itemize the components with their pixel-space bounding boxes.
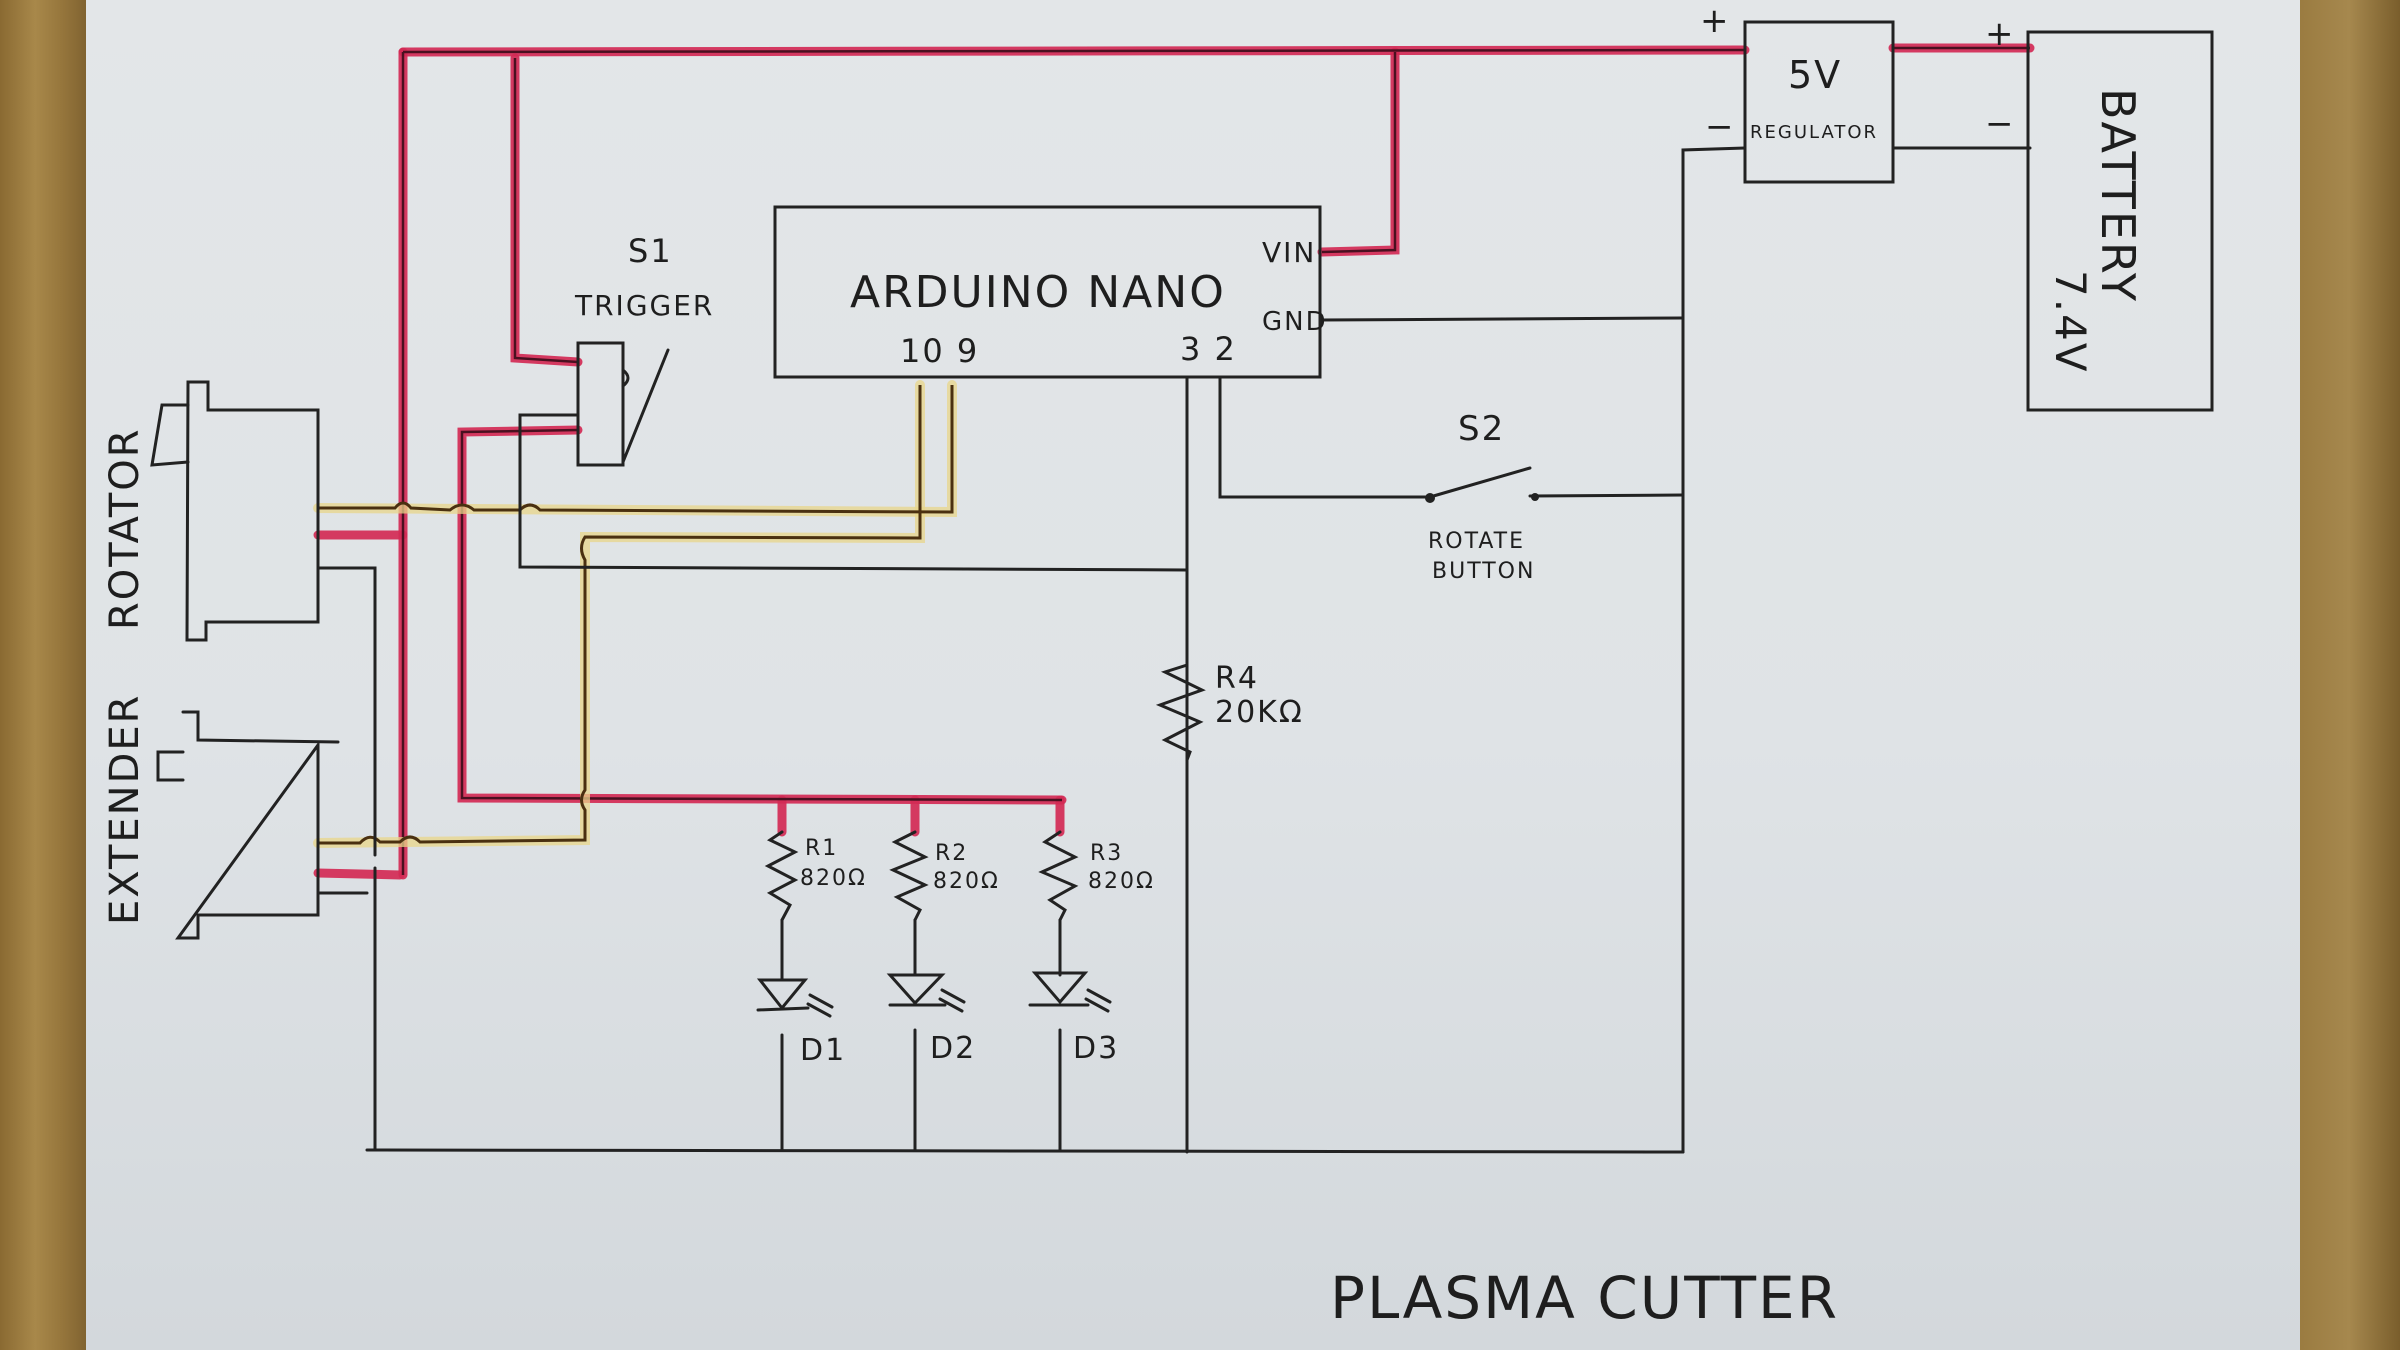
s2-ref: S2 xyxy=(1458,409,1505,449)
d1-ref: D1 xyxy=(800,1033,846,1068)
switch-s2-rotate: S2 ROTATE BUTTON xyxy=(1425,409,1539,584)
battery-minus-label: − xyxy=(1985,104,2016,144)
r2-value: 820Ω xyxy=(933,869,1000,894)
battery-label: BATTERY xyxy=(2091,88,2145,303)
arduino-pins-10-9: 10 9 xyxy=(900,332,979,370)
signal-wires xyxy=(313,380,957,848)
r2-ref: R2 xyxy=(935,841,968,866)
battery-voltage: 7.4V xyxy=(2046,270,2095,374)
s2-contact-left xyxy=(1425,493,1435,503)
r1-ref: R1 xyxy=(805,836,838,861)
s2-contact-right xyxy=(1531,493,1539,501)
arduino-vin-label: VIN xyxy=(1262,236,1316,269)
regulator-5v-label: 5V xyxy=(1788,53,1842,97)
regulator-plus-label: + xyxy=(1700,1,1731,41)
led-branch-2: R2 820Ω D2 xyxy=(886,830,1000,1066)
paper-sheet xyxy=(86,0,2300,1350)
arduino-label: ARDUINO NANO xyxy=(850,267,1226,318)
s2-name-1: ROTATE xyxy=(1428,529,1525,554)
d2-ref: D2 xyxy=(930,1031,976,1066)
led-branch-1: R1 820Ω D1 xyxy=(756,830,867,1068)
resistor-r4: R4 20KΩ xyxy=(1155,638,1304,762)
wood-table-right xyxy=(2298,0,2400,1350)
s1-ref: S1 xyxy=(628,232,673,270)
wood-table-left xyxy=(0,0,88,1350)
r3-value: 820Ω xyxy=(1088,869,1155,894)
servo-rotator: ROTATOR xyxy=(102,380,320,642)
arduino-gnd-label: GND xyxy=(1262,307,1328,337)
r1-value: 820Ω xyxy=(800,866,867,891)
battery-plus-label: + xyxy=(1985,14,2016,54)
battery: BATTERY 7.4V + − xyxy=(1985,14,2214,412)
switch-s1-trigger: S1 TRIGGER xyxy=(574,232,714,467)
led-branch-3: R3 820Ω D3 xyxy=(1028,830,1155,1066)
r4-value: 20KΩ xyxy=(1215,695,1304,730)
power-rail xyxy=(313,43,2035,880)
ground-wires xyxy=(316,146,2032,1154)
regulator-label: REGULATOR xyxy=(1750,122,1878,143)
diagram-title: PLASMA CUTTER xyxy=(1330,1264,1839,1332)
regulator-minus-label: − xyxy=(1705,107,1736,147)
r3-ref: R3 xyxy=(1090,841,1123,866)
servo-rotator-label: ROTATOR xyxy=(102,427,148,630)
r4-ref: R4 xyxy=(1215,661,1259,696)
s2-name-2: BUTTON xyxy=(1432,559,1535,584)
servo-extender: EXTENDER xyxy=(102,694,340,940)
arduino-pins-3-2: 3 2 xyxy=(1180,330,1237,368)
arduino-nano: ARDUINO NANO 10 9 3 2 VIN GND xyxy=(773,205,1328,379)
s1-name: TRIGGER xyxy=(574,289,714,322)
servo-extender-label: EXTENDER xyxy=(102,694,148,925)
voltage-regulator: 5V REGULATOR + − xyxy=(1700,1,1895,184)
d3-ref: D3 xyxy=(1073,1031,1119,1066)
